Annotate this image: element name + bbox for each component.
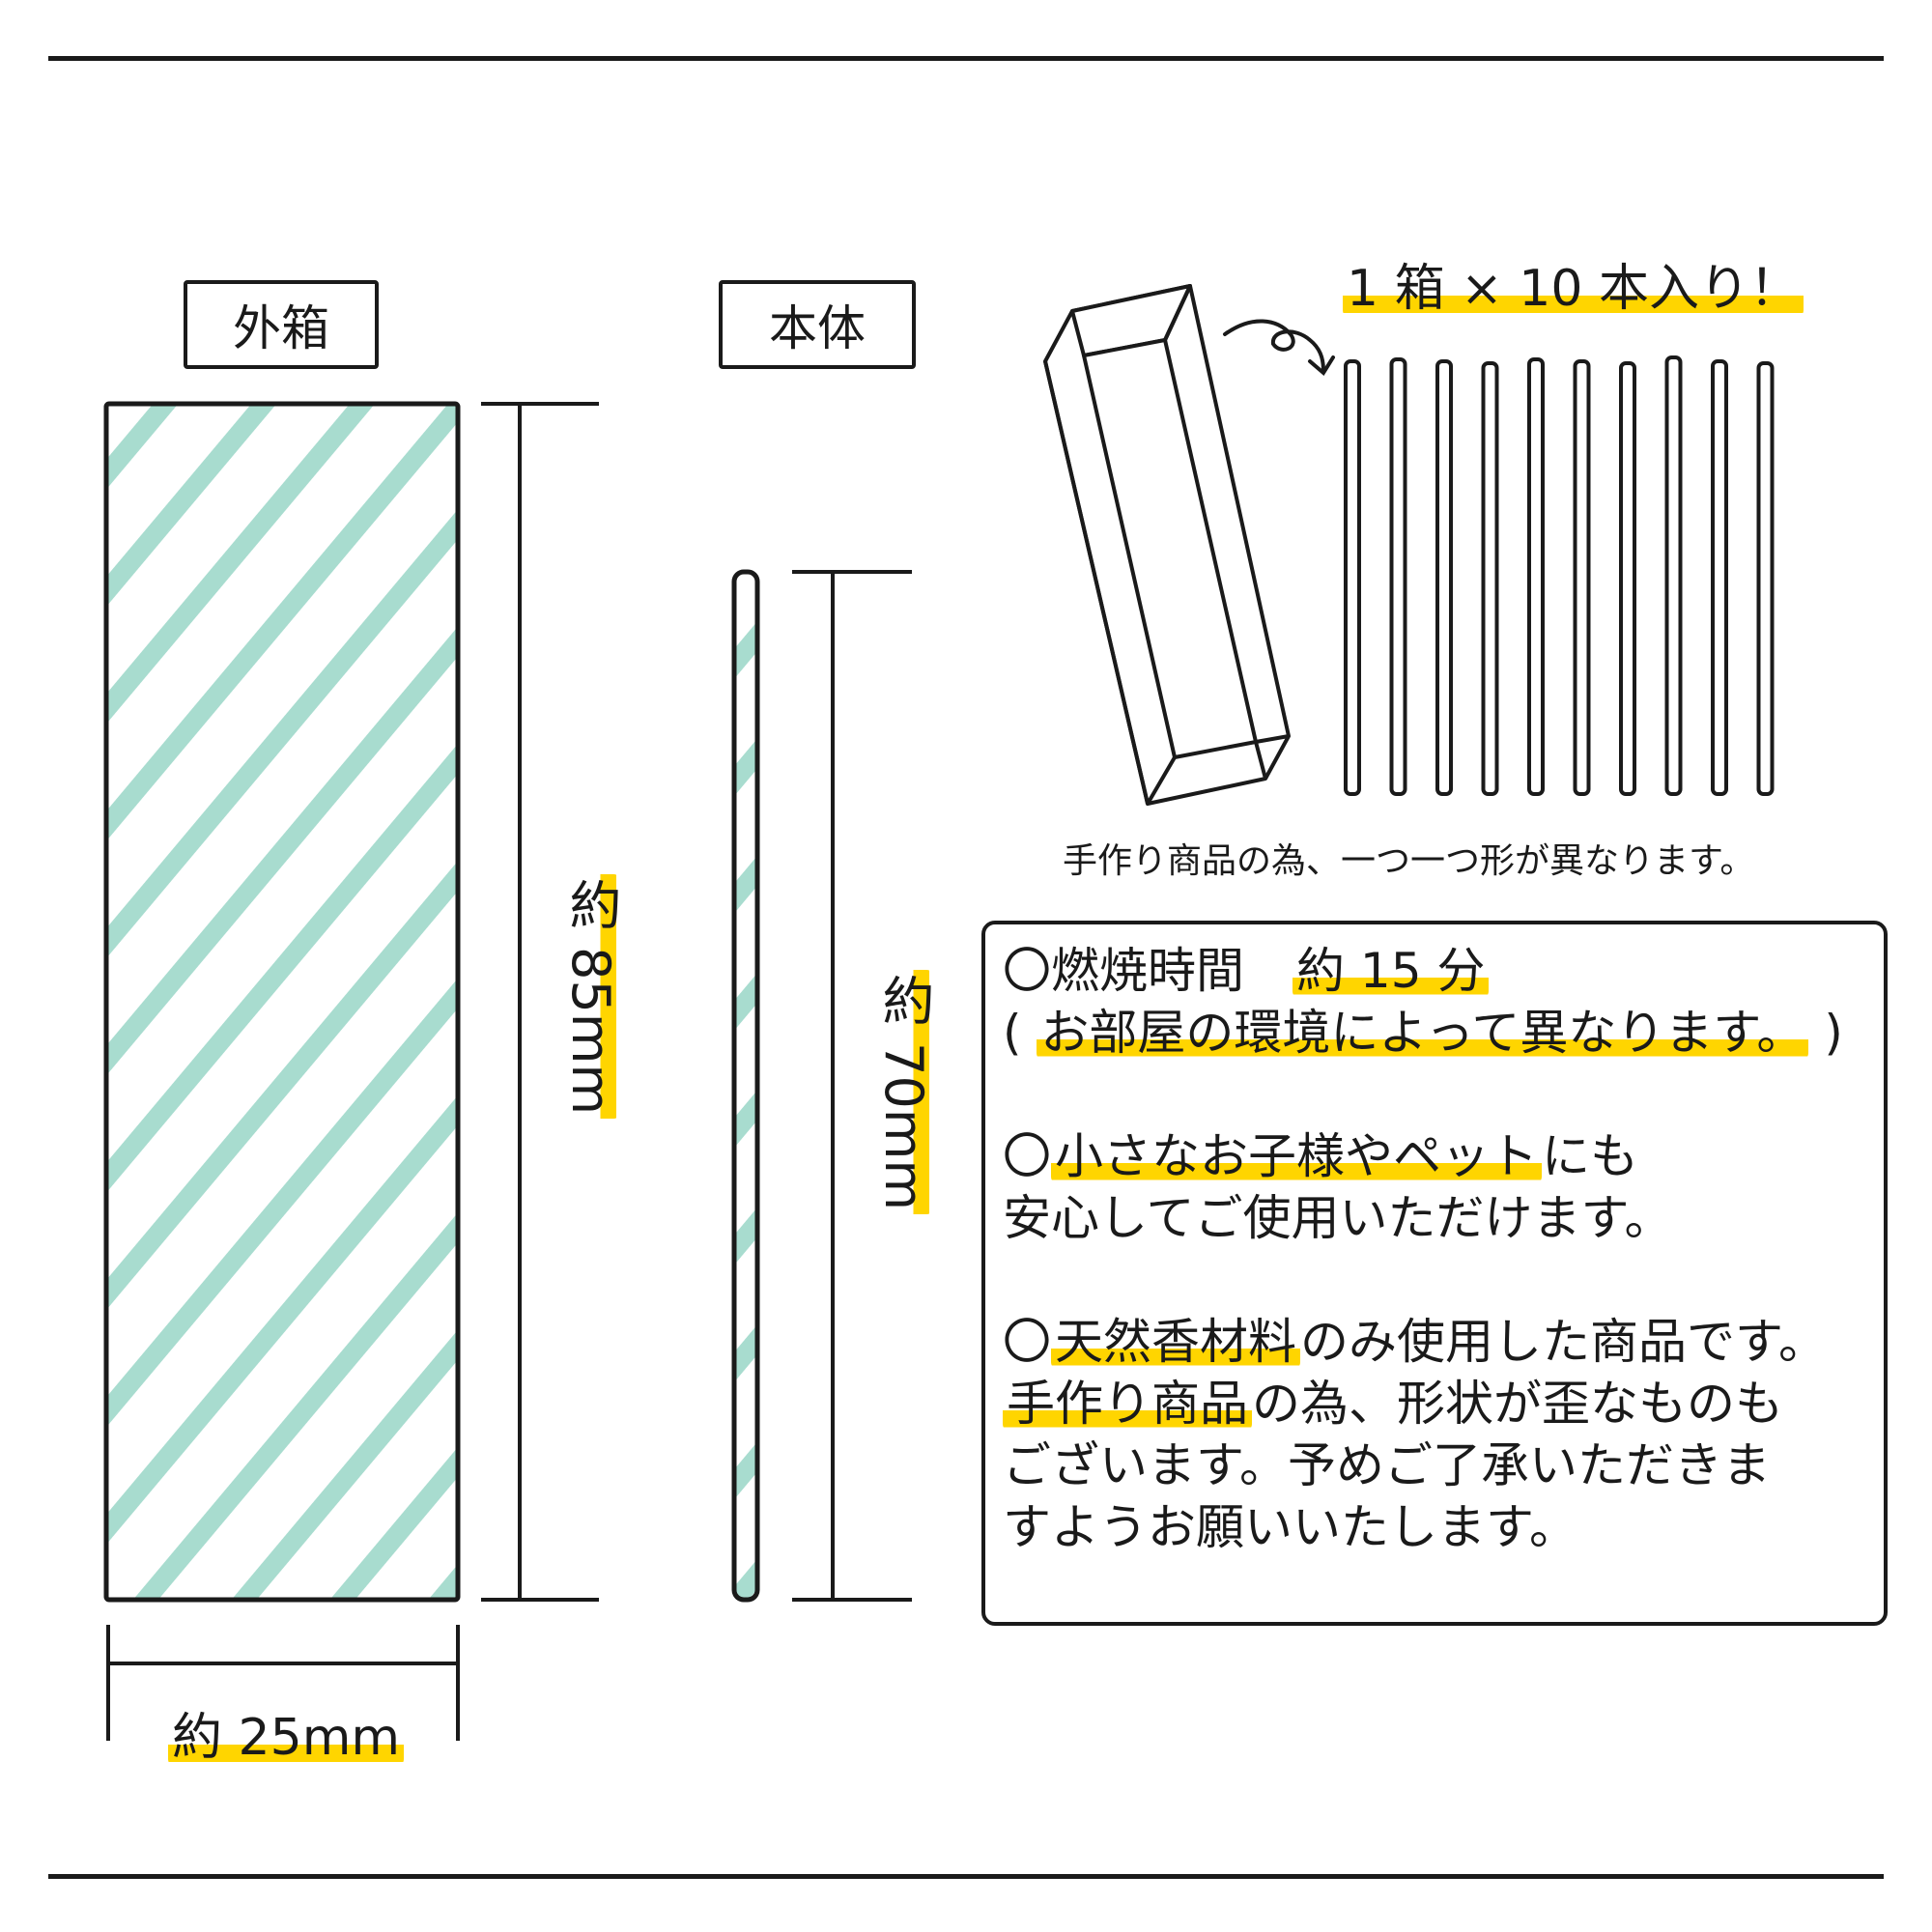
incense-stick — [1711, 359, 1728, 796]
burn-note-open: ( — [1003, 1005, 1022, 1061]
info-line-3: ございます。予めご了承いただきま — [1003, 1437, 1771, 1493]
natural-rest: のみ使用した商品です。 — [1300, 1314, 1827, 1370]
body-height-text: 約 70mm — [873, 970, 934, 1215]
burn-time-block: 〇燃焼時間 約 15 分 ( お部屋の環境によって異なります。 ) — [1003, 940, 1866, 1064]
burn-value: 約 15 分 — [1293, 943, 1490, 999]
outer-width-text: 約 25mm — [168, 1709, 405, 1767]
body-label-text: 本体 — [769, 300, 866, 356]
safe-prefix: 〇 — [1003, 1128, 1051, 1184]
incense-stick — [1573, 359, 1591, 796]
body-height-label: 約 70mm — [866, 970, 942, 1215]
open-box-sketch — [1043, 284, 1291, 806]
natural-prefix: 〇 — [1003, 1314, 1051, 1370]
incense-stick — [1527, 357, 1545, 796]
handmade-highlight: 手作り商品 — [1003, 1376, 1252, 1432]
outer-width-dimension — [106, 1625, 460, 1741]
safety-block: 〇小さなお子様やペットにも 安心してご使用いただけます。 — [1003, 1125, 1866, 1249]
package-count-text: 1 箱 × 10 本入り！ — [1343, 260, 1804, 318]
safe-line2: 安心してご使用いただけます。 — [1003, 1190, 1673, 1246]
body-height-dimension — [792, 570, 912, 1602]
burn-note-close: ) — [1824, 1005, 1843, 1061]
incense-stick — [1619, 361, 1636, 796]
outer-height-dimension — [481, 402, 599, 1602]
incense-stick — [1481, 361, 1499, 796]
incense-sticks — [1344, 355, 1775, 796]
bottom-rule — [48, 1874, 1884, 1879]
outer-height-label: 約 85mm — [553, 874, 629, 1120]
incense-stick — [1344, 359, 1361, 796]
burn-prefix: 〇燃焼時間 — [1003, 943, 1293, 999]
natural-highlight: 天然香材料 — [1051, 1314, 1300, 1370]
incense-stick — [1664, 355, 1683, 796]
body-label: 本体 — [719, 280, 916, 369]
incense-stick — [1756, 361, 1775, 796]
info-line-4: すようお願いいたします。 — [1003, 1499, 1577, 1555]
top-rule — [48, 56, 1884, 61]
incense-stick — [1435, 359, 1453, 796]
outer-height-text: 約 85mm — [560, 874, 621, 1120]
info-box: 〇燃焼時間 約 15 分 ( お部屋の環境によって異なります。 ) 〇小さなお子… — [981, 921, 1888, 1626]
outer-box-label-text: 外箱 — [233, 300, 329, 356]
incense-body-drawing — [731, 569, 760, 1603]
curved-arrow — [1223, 319, 1335, 377]
handmade-note: 手作り商品の為、一つ一つ形が異なります。 — [1063, 841, 1755, 881]
safe-highlight: 小さなお子様やペット — [1051, 1128, 1542, 1184]
package-count: 1 箱 × 10 本入り！ — [1343, 247, 1804, 320]
burn-note: お部屋の環境によって異なります。 — [1037, 1005, 1809, 1061]
handmade-rest: の為、形状が歪なものも — [1252, 1376, 1783, 1432]
outer-width-label: 約 25mm — [168, 1696, 405, 1769]
natural-block: 〇天然香材料のみ使用した商品です。 手作り商品の為、形状が歪なものも ございます… — [1003, 1311, 1866, 1558]
safe-rest: にも — [1542, 1128, 1638, 1184]
incense-stick — [1389, 357, 1407, 796]
outer-box-label: 外箱 — [184, 280, 379, 369]
outer-box-drawing — [103, 401, 461, 1603]
